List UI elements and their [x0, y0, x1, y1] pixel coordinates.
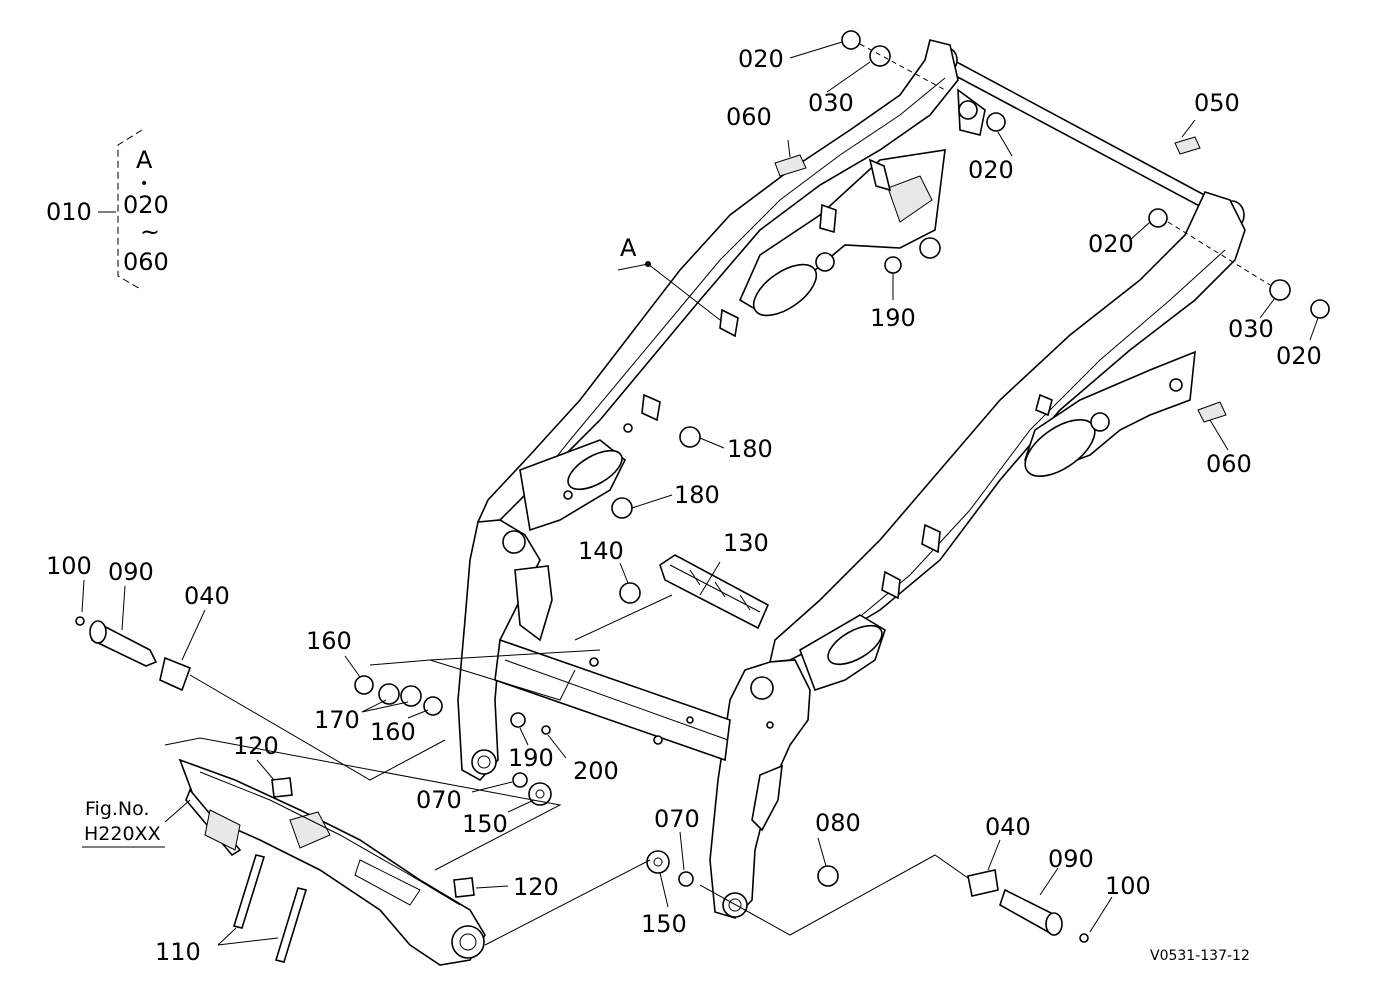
assembly-legend: 010 A • 020 ~ 060	[46, 129, 169, 291]
legend-line-top: A	[136, 146, 153, 174]
label-040-a: 040	[184, 582, 230, 610]
label-050: 050	[1194, 89, 1240, 117]
loader-boom-frame	[457, 39, 1246, 919]
label-040-b: 040	[985, 813, 1031, 841]
label-100-b: 100	[1105, 872, 1151, 900]
label-160-b: 160	[370, 718, 416, 746]
label-030-a: 030	[808, 89, 854, 117]
label-090-a: 090	[108, 558, 154, 586]
label-120-a: 120	[233, 732, 279, 760]
label-170: 170	[314, 706, 360, 734]
label-180-b: 180	[674, 481, 720, 509]
part-labels: 020 030 060 020 050 020 030 020 060 190 …	[46, 45, 1322, 966]
label-020-b: 020	[968, 156, 1014, 184]
label-020-c: 020	[1088, 230, 1134, 258]
label-200: 200	[573, 757, 619, 785]
label-070-b: 070	[654, 805, 700, 833]
label-080: 080	[815, 809, 861, 837]
reference-point-label: A	[620, 234, 637, 262]
fig-ref-line1: Fig.No.	[85, 798, 149, 820]
reference-point-a: A	[620, 234, 651, 267]
label-110: 110	[155, 938, 201, 966]
drawing-code: V0531-137-12	[1150, 948, 1250, 964]
label-070-a: 070	[416, 786, 462, 814]
fig-ref-line2: H220XX	[84, 823, 161, 845]
label-060-b: 060	[1206, 450, 1252, 478]
label-020-a: 020	[738, 45, 784, 73]
label-150-b: 150	[641, 910, 687, 938]
label-190-b: 190	[508, 744, 554, 772]
legend-line-dot: •	[140, 176, 148, 192]
label-160-a: 160	[306, 627, 352, 655]
legend-assembly-code: 010	[46, 198, 92, 226]
legend-line-bottom: 060	[123, 248, 169, 276]
legend-line-mid: 020	[123, 191, 169, 219]
legend-line-tilde: ~	[140, 218, 160, 246]
label-090-b: 090	[1048, 845, 1094, 873]
label-180-a: 180	[727, 435, 773, 463]
label-120-b: 120	[513, 873, 559, 901]
label-130: 130	[723, 529, 769, 557]
label-020-d: 020	[1276, 342, 1322, 370]
leader-lines	[81, 41, 1319, 946]
hardware-parts	[75, 30, 1330, 963]
label-100-a: 100	[46, 552, 92, 580]
label-030-b: 030	[1228, 315, 1274, 343]
mounting-bracket	[178, 758, 486, 966]
figure-reference: Fig.No. H220XX	[82, 798, 165, 848]
label-150-a: 150	[462, 810, 508, 838]
label-060-a: 060	[726, 103, 772, 131]
label-140: 140	[578, 537, 624, 565]
label-190-a: 190	[870, 304, 916, 332]
